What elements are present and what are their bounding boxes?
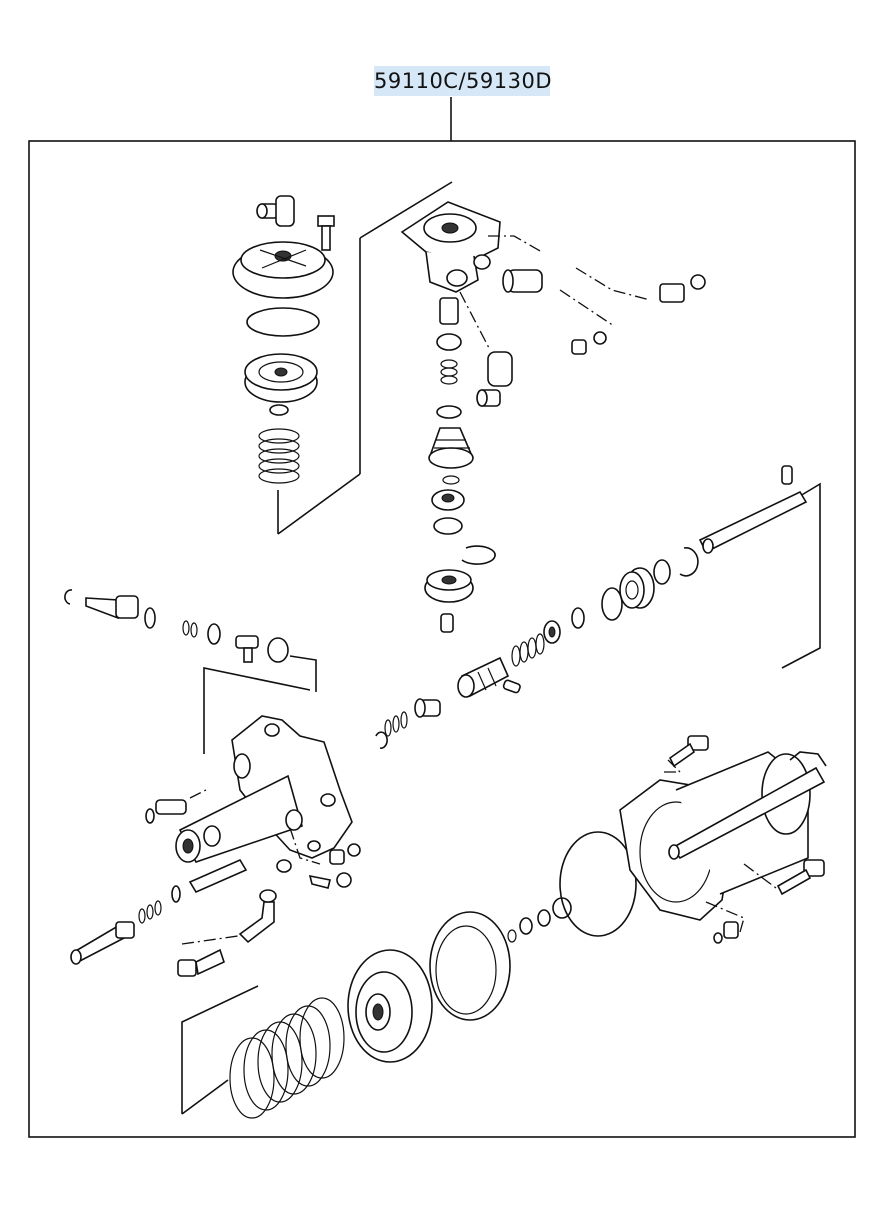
flange-plate[interactable] [231, 715, 353, 859]
valve-cap[interactable] [232, 241, 334, 299]
valve-stem-parts[interactable] [436, 297, 462, 419]
shell-bolt-lower[interactable] [776, 859, 825, 896]
inlet-spring[interactable] [182, 620, 198, 638]
reaction-piston[interactable] [457, 656, 510, 698]
inlet-connector[interactable] [85, 595, 139, 620]
body-nuts[interactable] [308, 843, 361, 889]
shell-bolt-upper[interactable] [668, 735, 709, 768]
reaction-plug[interactable] [414, 698, 441, 718]
housing-gasket[interactable] [559, 831, 637, 937]
booster-tube[interactable] [668, 751, 827, 860]
inlet-fittings-group [64, 589, 317, 754]
assembly-frame [28, 140, 856, 1138]
output-spring[interactable] [138, 900, 162, 924]
piston-seal-small[interactable] [571, 607, 585, 629]
snap-ring[interactable] [461, 545, 496, 565]
inlet-check-valve[interactable] [235, 635, 259, 663]
output-rod-group [70, 858, 277, 977]
large-return-spring[interactable] [229, 997, 345, 1119]
secondary-spring[interactable] [511, 633, 545, 667]
lower-valve-cup[interactable] [424, 569, 474, 603]
cap-bolt[interactable] [317, 215, 335, 251]
piston-seal-large[interactable] [601, 587, 623, 621]
valve-seat[interactable] [431, 489, 465, 511]
cap-assembly-group [232, 181, 453, 535]
inlet-o-ring[interactable] [144, 607, 156, 629]
inlet-seal[interactable] [207, 623, 221, 645]
output-pin[interactable] [188, 858, 248, 894]
poppet-ring[interactable] [442, 475, 460, 485]
piston-row-group [375, 465, 821, 749]
bent-tube[interactable] [238, 889, 277, 944]
return-spring[interactable] [258, 428, 300, 484]
right-fittings-group [559, 267, 706, 355]
pushrod-pin[interactable] [781, 465, 793, 485]
booster-seal-set[interactable] [507, 897, 572, 943]
rod-washer[interactable] [653, 559, 671, 585]
small-washer[interactable] [269, 404, 289, 416]
poppet-valve[interactable] [428, 427, 474, 469]
elbow-fitting[interactable] [256, 195, 295, 227]
valve-body-housing[interactable] [400, 201, 501, 293]
part-number-label[interactable]: 59110C/59130D [374, 66, 552, 96]
master-piston[interactable] [619, 567, 655, 609]
roll-pin[interactable] [502, 679, 521, 694]
booster-shell-group [619, 735, 827, 944]
cylinder-bore[interactable] [175, 774, 303, 863]
output-rod[interactable] [70, 921, 135, 965]
bleeder-screw[interactable] [440, 613, 454, 633]
rubber-diaphragm[interactable] [429, 911, 511, 1021]
seat-washer[interactable] [433, 517, 463, 535]
cap-o-ring[interactable] [246, 307, 320, 337]
booster-group [181, 831, 637, 1119]
bleed-fitting-left[interactable] [145, 799, 187, 824]
hex-nut-upper[interactable] [659, 274, 706, 303]
tube-nut[interactable] [177, 948, 225, 977]
diaphragm-plate[interactable] [347, 949, 433, 1063]
cylinder-body-group [145, 715, 361, 889]
side-plug[interactable] [502, 269, 543, 293]
check-clip[interactable] [375, 731, 388, 749]
inlet-washer[interactable] [267, 637, 289, 663]
inlet-clip[interactable] [64, 589, 73, 605]
valve-body-group [400, 201, 543, 633]
shell-nut[interactable] [713, 921, 739, 944]
hex-nut-lower[interactable] [571, 331, 607, 355]
output-ring[interactable] [171, 885, 181, 903]
banjo-elbow[interactable] [476, 351, 513, 407]
piston-cup[interactable] [543, 620, 561, 644]
diaphragm-piston[interactable] [244, 353, 318, 403]
check-spring[interactable] [384, 711, 408, 737]
body-washer[interactable] [276, 859, 292, 873]
rod-clip[interactable] [679, 547, 699, 577]
pushrod[interactable] [698, 490, 808, 554]
